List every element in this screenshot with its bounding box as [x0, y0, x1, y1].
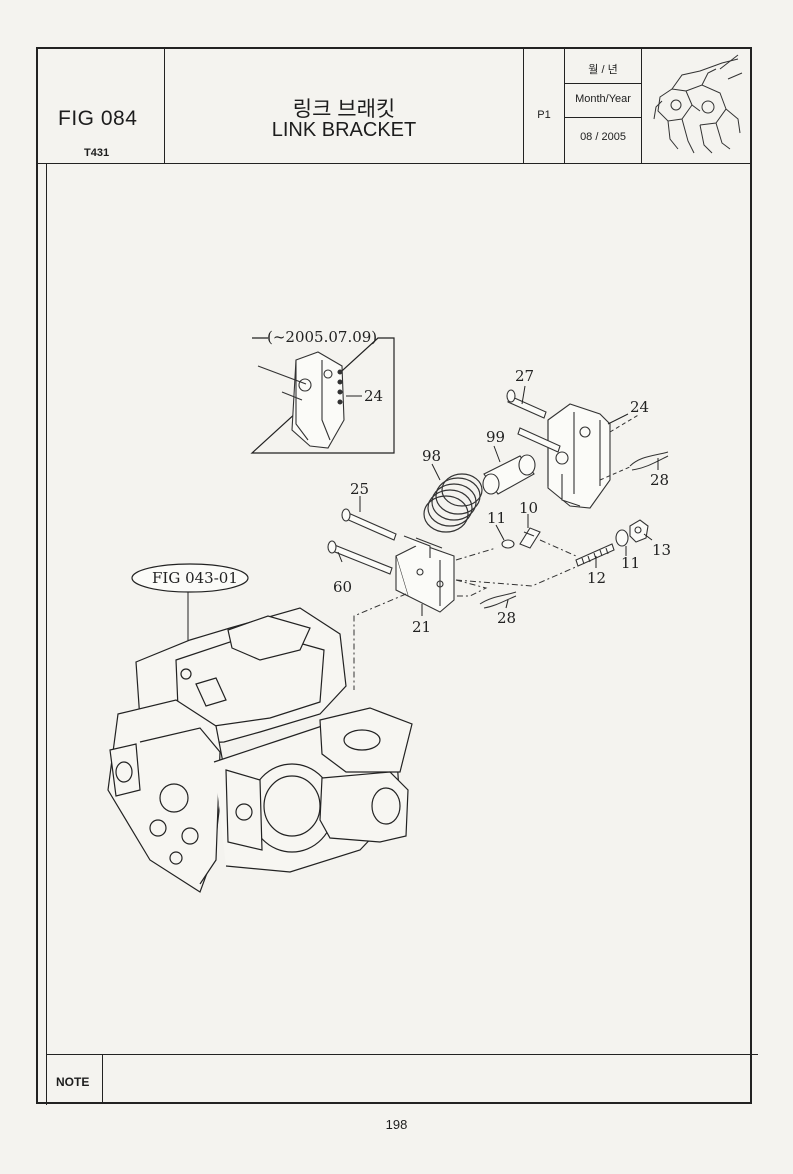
- bracket-21: [395, 535, 455, 613]
- bolt-10: [519, 527, 541, 549]
- inner-border: [46, 163, 47, 1105]
- tractor-linkage-thumbnail: [653, 54, 743, 154]
- label-24: 24: [630, 398, 649, 416]
- page-code: P1: [537, 109, 551, 121]
- transmission-housing: [107, 607, 413, 893]
- link-bracket-24: [547, 403, 611, 509]
- collar-99: [482, 454, 536, 495]
- label-60: 60: [333, 578, 352, 596]
- label-25: 25: [350, 480, 369, 498]
- page-frame: FIG 084 T431 링크 브래킷 LINK BRACKET P1 월 / …: [36, 47, 758, 1105]
- note-box: NOTE: [46, 1054, 758, 1103]
- washer-11-left: [501, 539, 515, 549]
- pin-27: [506, 389, 547, 419]
- title-english: LINK BRACKET: [271, 119, 417, 141]
- inset-box: (~2005.07.09) 24: [250, 328, 395, 454]
- snap-pin-28-top: [629, 451, 669, 471]
- divider: [565, 83, 641, 84]
- label-27: 27: [515, 367, 534, 385]
- page-number: 198: [385, 1117, 408, 1132]
- label-28-top: 28: [650, 471, 669, 489]
- note-divider: [102, 1055, 103, 1103]
- note-label: NOTE: [56, 1075, 90, 1089]
- nut-13: [629, 519, 649, 543]
- label-99: 99: [486, 428, 505, 446]
- inset-label: (~2005.07.09): [267, 328, 377, 346]
- model-code: T431: [84, 147, 110, 159]
- pin-60: [327, 540, 393, 575]
- title-cell: 링크 브래킷 LINK BRACKET: [165, 49, 524, 163]
- label-28-bottom: 28: [497, 609, 516, 627]
- old-bracket-part: [257, 351, 345, 449]
- date-label-english: Month/Year: [575, 93, 631, 105]
- label-11-right: 11: [621, 554, 640, 572]
- fig-number: FIG 084: [58, 107, 138, 130]
- reference-label: FIG 043-01: [152, 569, 238, 587]
- stud-12: [575, 543, 615, 567]
- label-12: 12: [587, 569, 606, 587]
- label-98: 98: [422, 447, 441, 465]
- page-code-cell: P1: [524, 49, 565, 163]
- assembly-leader-lines: [353, 539, 579, 690]
- date-label-korean: 월 / 년: [588, 64, 618, 76]
- date-cell: 월 / 년 Month/Year 08 / 2005: [565, 49, 642, 163]
- pin-25: [341, 508, 397, 541]
- part-labels: 27 24 99 98 28 25 11 10 13 11 12 60 28 2…: [333, 367, 671, 636]
- date-value: 08 / 2005: [580, 131, 626, 143]
- header-divider: [38, 163, 750, 164]
- thumbnail-cell: [642, 49, 752, 163]
- spring-98: [423, 473, 483, 533]
- divider: [565, 117, 641, 118]
- title-korean: 링크 브래킷: [292, 98, 396, 121]
- washer-11-right: [615, 529, 629, 547]
- label-10: 10: [519, 499, 538, 517]
- pin-24b: [517, 427, 561, 453]
- label-21: 21: [412, 618, 431, 636]
- label-11-left: 11: [487, 509, 506, 527]
- snap-pin-28-bottom: [479, 591, 517, 609]
- label-24-inset: 24: [364, 387, 383, 405]
- fig-cell: FIG 084 T431: [38, 49, 165, 163]
- label-13: 13: [652, 541, 671, 559]
